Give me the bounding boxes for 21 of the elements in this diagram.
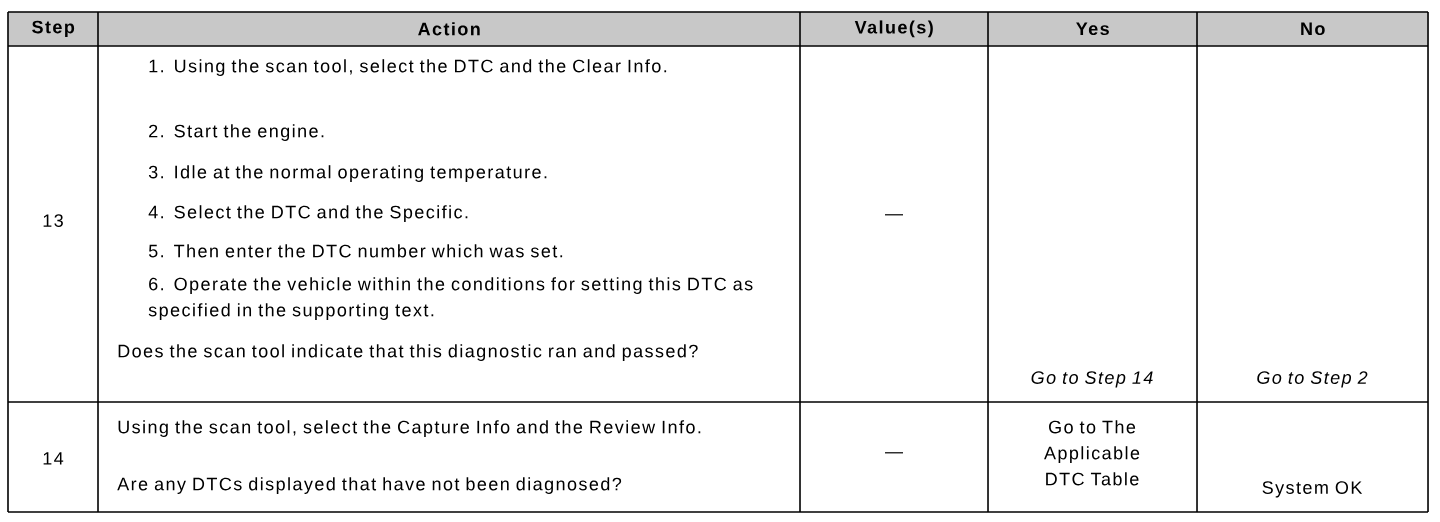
list-item: 4. Select the DTC and the Specific. [148,205,468,222]
table-text: 14 [43,452,64,465]
table-text: Are any DTCs displayed that have not been diagnosed? [117,477,622,494]
header-cell: Step [8,11,99,46]
table-text: System OK [1262,481,1363,498]
list-item: 1. Using the scan tool, select the DTC and the Clear Info. [149,59,667,76]
list-item: 6. Operate the vehicle within the conditions for setting this DTC as specified in the supporting text. [148,277,753,320]
table-text: 13 [43,214,63,227]
table-text: — [885,214,903,216]
table-text: Go to Step 14 [1031,371,1153,388]
list-item: 3. Idle at the normal operating temperature. [148,165,547,182]
header-cell: Yes [988,11,1198,46]
table-text: Go to Step 2 [1257,371,1368,388]
list-item: 5. Then enter the DTC number which was set. [148,244,563,258]
header-cell: Value(s) [800,11,989,46]
table-text: Go to The Applicable DTC Table [1044,420,1140,486]
table-text: Using the scan tool, select the Capture Info and the Review Info. [118,420,701,437]
table-text: Does the scan tool indicate that this diagnostic ran and passed? [118,344,698,361]
header-cell: No [1197,11,1429,46]
list-item: 2. Start the engine. [149,124,324,141]
table-text: — [885,452,903,454]
